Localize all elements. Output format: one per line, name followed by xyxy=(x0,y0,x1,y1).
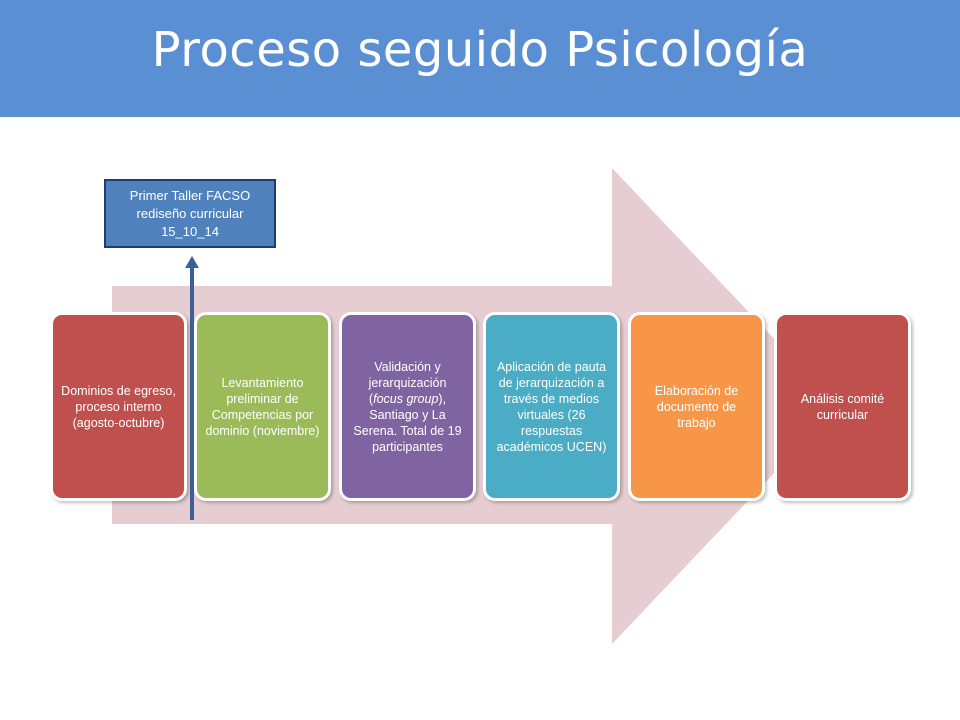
step-5: Elaboración de documento de trabajo xyxy=(628,312,765,501)
step-3: Validación y jerarquización (focus group… xyxy=(339,312,476,501)
step-5-label: Elaboración de documento de trabajo xyxy=(654,383,739,430)
callout-box: Primer Taller FACSO rediseño curricular … xyxy=(104,179,276,248)
step-1: Dominios de egreso, proceso interno (ago… xyxy=(50,312,187,501)
marker-arrowhead xyxy=(185,256,199,268)
step-3-label-pre: Validación y jerarquización ( xyxy=(368,359,447,406)
step-3-label-em: focus group xyxy=(373,391,439,406)
callout-label: Primer Taller FACSO rediseño curricular … xyxy=(129,187,251,239)
title-bar xyxy=(0,0,960,117)
step-6-label: Análisis comité curricular xyxy=(800,391,885,422)
step-1-label: Dominios de egreso, proceso interno (ago… xyxy=(61,383,176,430)
step-4: Aplicación de pauta de jerarquización a … xyxy=(483,312,620,501)
step-2-label: Levantamiento preliminar de Competencias… xyxy=(205,375,320,438)
page-title: Proceso seguido Psicología xyxy=(151,22,809,78)
step-6: Análisis comité curricular xyxy=(774,312,911,501)
step-3-label-post: ), Santiago y La Serena. Total de 19 par… xyxy=(353,391,462,454)
step-4-label: Aplicación de pauta de jerarquización a … xyxy=(496,359,607,454)
step-2: Levantamiento preliminar de Competencias… xyxy=(194,312,331,501)
step-3-label: Validación y jerarquización (focus group… xyxy=(350,359,465,455)
